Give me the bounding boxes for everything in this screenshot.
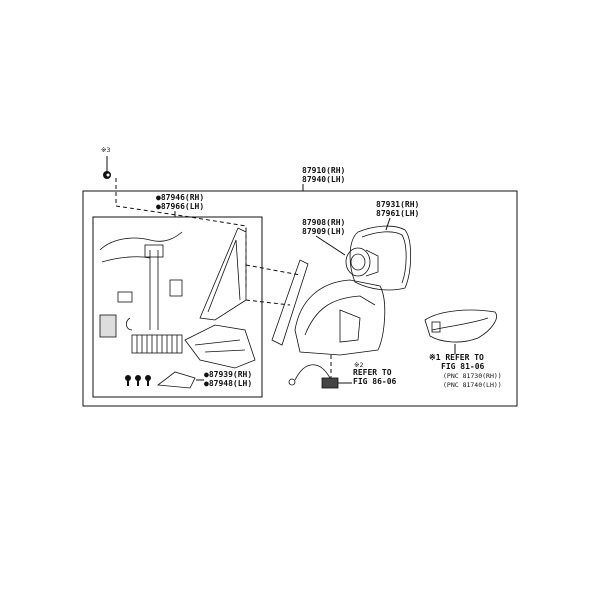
note2-line2: FIG 86-06 (353, 377, 397, 386)
mirror-lh-label: 87961(LH) (376, 209, 419, 218)
motor-lh-label: 87909(LH) (302, 227, 345, 236)
note2-line1: REFER TO (353, 368, 392, 377)
motor-rh-label: 87908(RH) (302, 218, 345, 227)
screws-part[interactable] (125, 375, 151, 386)
lamp-wire-part[interactable] (288, 364, 339, 389)
bracket-part[interactable] (184, 227, 256, 369)
clip-part[interactable] (103, 156, 111, 179)
turn-signal-part[interactable] (424, 309, 497, 343)
cover-part[interactable] (156, 371, 196, 389)
note1-line2: FIG 81-06 (441, 362, 485, 371)
mirror-leader (385, 217, 391, 231)
assembly-frame (82, 190, 518, 407)
note1-line3: (PNC 81730(RH)) (443, 372, 502, 380)
cover-rh-label: ●87939(RH) (204, 370, 252, 379)
mirror-housing-part[interactable] (271, 259, 386, 356)
cover-lh-label: ●87948(LH) (204, 379, 252, 388)
motor-leader (315, 235, 346, 256)
bracket-leader-lower (245, 299, 291, 306)
note2-mark: ※2 (354, 361, 363, 369)
mirror-rh-label: 87931(RH) (376, 200, 419, 209)
wiring-harness-part[interactable] (99, 231, 183, 354)
harness-rh-label: ●87946(RH) (156, 193, 204, 202)
subassembly-frame (92, 216, 263, 398)
clip-note: ※3 (101, 146, 110, 154)
bracket-leader-upper (245, 264, 301, 276)
harness-lh-label: ●87966(LH) (156, 202, 204, 211)
assembly-lh-label: 87940(LH) (302, 175, 345, 184)
assembly-rh-label: 87910(RH) (302, 166, 345, 175)
note1-line1: ※1 REFER TO (429, 353, 484, 362)
motor-part[interactable] (345, 247, 379, 277)
note1-line4: (PNC 81740(LH)) (443, 381, 502, 389)
mirror-glass-part[interactable] (349, 225, 412, 291)
